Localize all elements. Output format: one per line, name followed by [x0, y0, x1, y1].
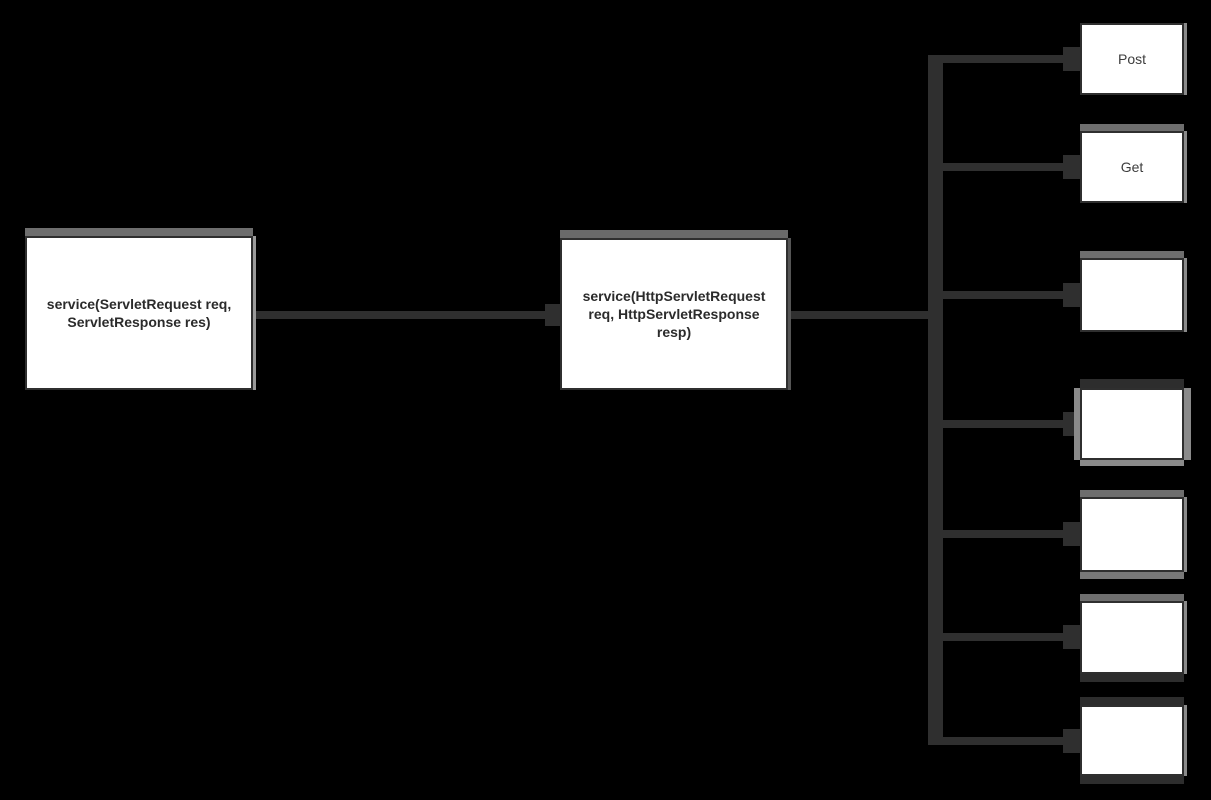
- arrowhead-handler-5: [1063, 522, 1080, 546]
- connector-trunk: [928, 55, 943, 745]
- connector-branch-handler-7: [930, 737, 1063, 745]
- arrowhead-servlet-to-http: [545, 304, 561, 326]
- arrowhead-handler-4: [1063, 412, 1080, 436]
- node-service-servlet-label: service(ServletRequest req, ServletRespo…: [46, 296, 232, 330]
- connector-branch-get: [930, 163, 1063, 171]
- node-handler-7[interactable]: [1080, 705, 1184, 776]
- arrowhead-get: [1063, 155, 1080, 179]
- node-service-servlet[interactable]: service(ServletRequest req, ServletRespo…: [25, 236, 253, 390]
- arrowhead-handler-3: [1063, 283, 1080, 307]
- node-service-http-servlet[interactable]: service(HttpServletRequest req, HttpServ…: [560, 238, 788, 390]
- connector-servlet-to-http: [253, 311, 547, 319]
- node-handler-4-selected[interactable]: [1080, 388, 1184, 460]
- node-handler-5[interactable]: [1080, 497, 1184, 572]
- connector-branch-handler-4: [930, 420, 1063, 428]
- connector-branch-post: [930, 55, 1063, 63]
- node-method-get[interactable]: Get: [1080, 131, 1184, 203]
- node-handler-6[interactable]: [1080, 601, 1184, 674]
- arrowhead-post: [1063, 47, 1080, 71]
- connector-branch-handler-3: [930, 291, 1063, 299]
- connector-branch-handler-6: [930, 633, 1063, 641]
- connector-http-to-trunk: [788, 311, 943, 319]
- arrowhead-handler-6: [1063, 625, 1080, 649]
- arrowhead-handler-7: [1063, 729, 1080, 753]
- node-method-get-label: Get: [1120, 159, 1144, 175]
- node-method-post-label: Post: [1117, 51, 1146, 67]
- connector-branch-handler-5: [930, 530, 1063, 538]
- node-handler-3[interactable]: [1080, 258, 1184, 332]
- node-method-post[interactable]: Post: [1080, 23, 1184, 95]
- node-service-http-servlet-label: service(HttpServletRequest req, HttpServ…: [582, 288, 766, 340]
